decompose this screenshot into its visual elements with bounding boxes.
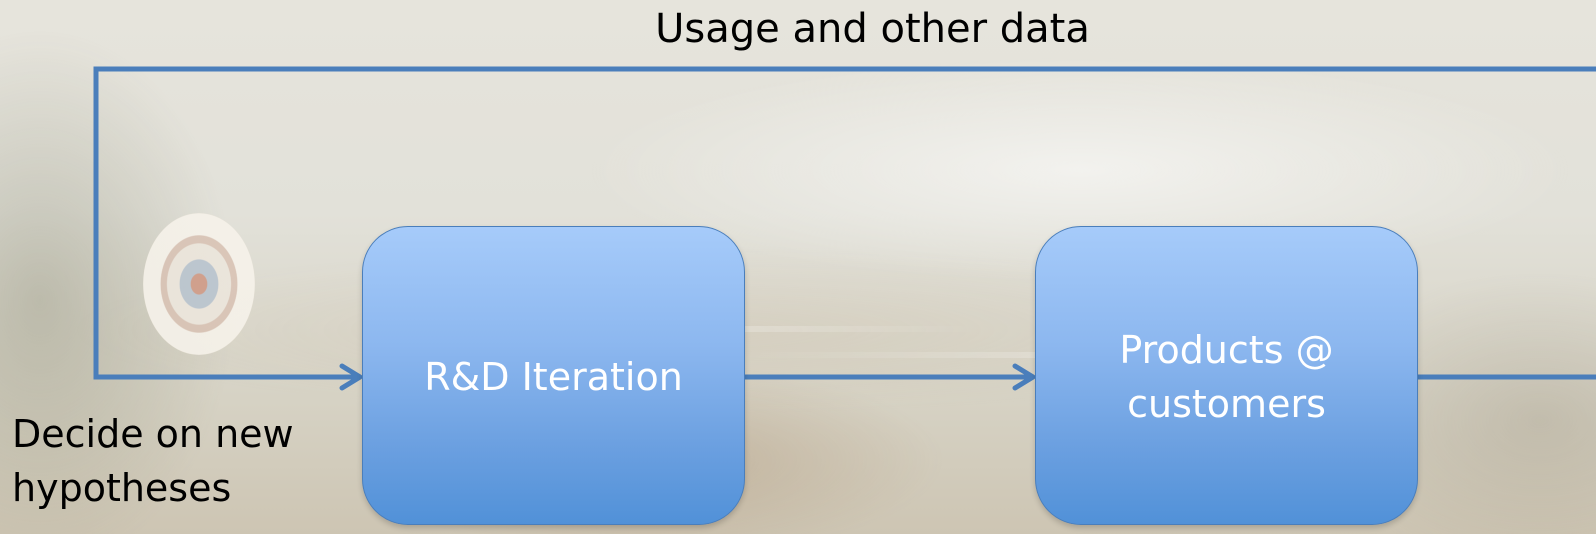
- feedback-loop-arrowhead: [339, 363, 363, 391]
- rd-iteration-label: R&D Iteration: [424, 354, 683, 399]
- products-at-customers-label: Products @ customers: [1119, 327, 1334, 426]
- products-at-customers-node: Products @ customers: [1035, 226, 1418, 525]
- decide-hypotheses-label: Decide on new hypotheses: [12, 412, 294, 510]
- feedback-label: Usage and other data: [655, 6, 1090, 52]
- rd-iteration-node: R&D Iteration: [362, 226, 745, 525]
- archery-target-icon: [143, 213, 255, 355]
- feedback-loop-line: [93, 66, 1596, 380]
- rd-to-products-arrowhead: [1012, 363, 1036, 391]
